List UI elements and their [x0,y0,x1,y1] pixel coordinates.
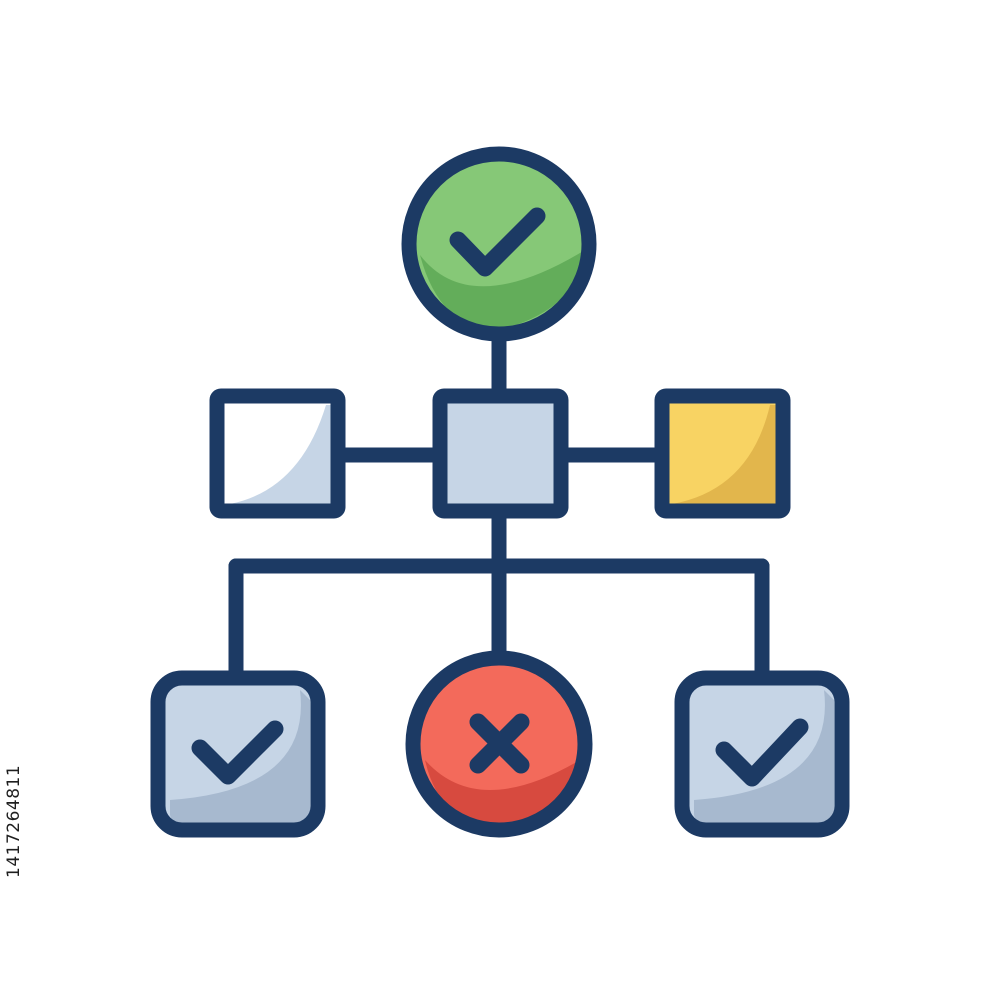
connector-lines [228,327,770,683]
cross-icon [469,713,530,774]
hub-box [432,388,569,519]
root-node [401,146,597,342]
outcome-center-node [405,650,593,838]
left-box [209,388,346,519]
check-icon [191,720,284,785]
right-box [654,388,791,519]
check-icon [449,207,546,277]
check-icon [715,718,809,787]
outcome-left-box [150,670,326,838]
stock-id-watermark: 1417264811 [4,764,24,878]
outcome-right-box [674,670,850,838]
